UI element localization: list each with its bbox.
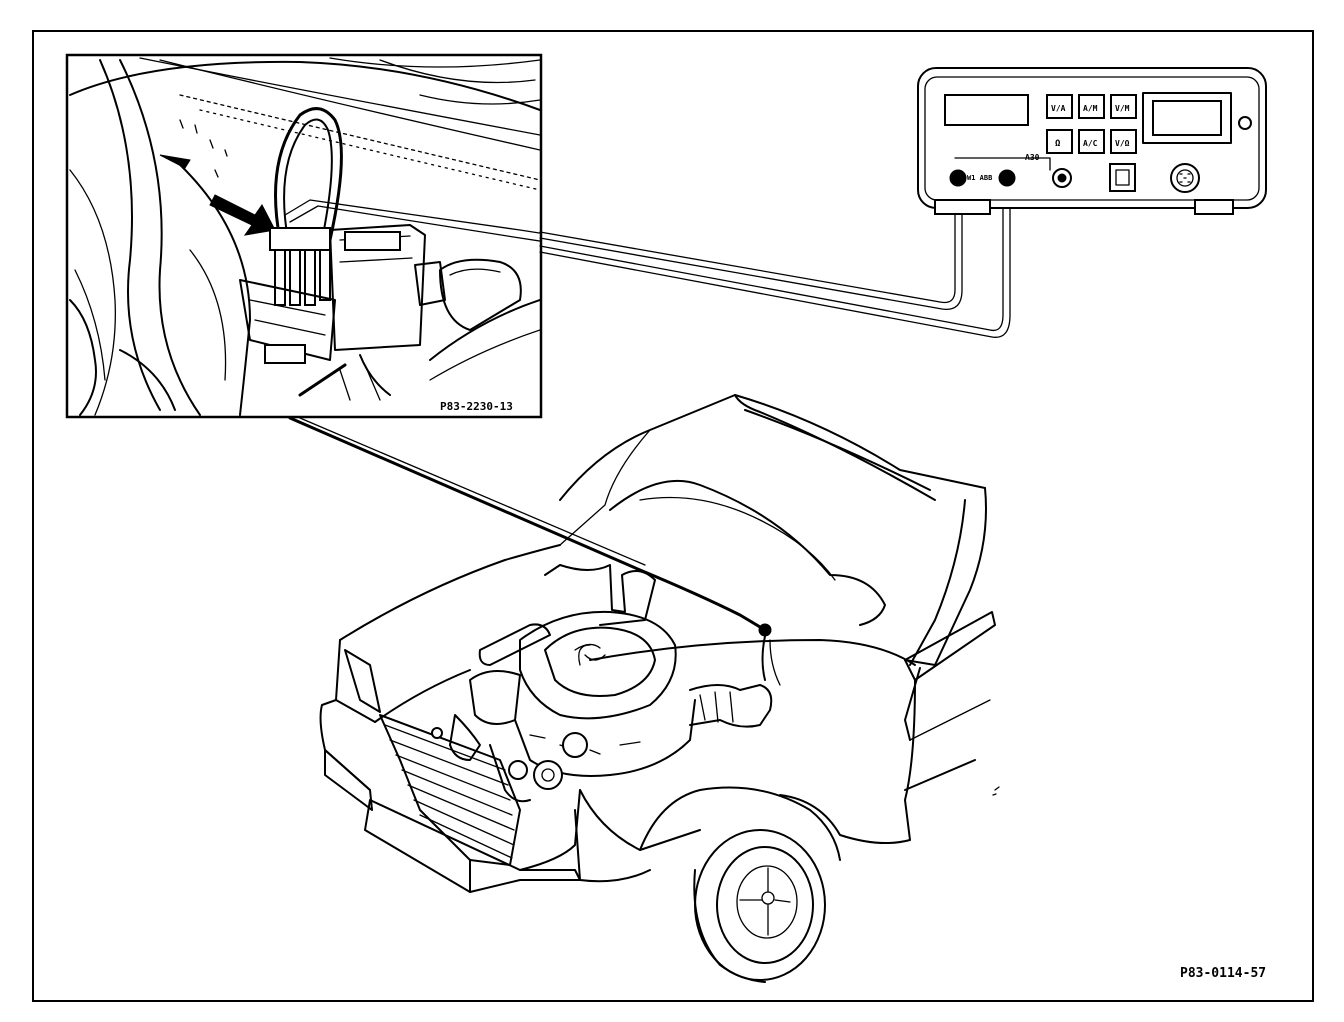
tester-cable-bundle (539, 179, 1011, 338)
car-grille (379, 714, 521, 866)
tester-socket-2 (998, 169, 1016, 187)
tester-key-label: A/M (1083, 104, 1098, 113)
tester-key-label: V/M (1115, 104, 1130, 113)
tester-key-a-m (1078, 94, 1105, 119)
outer-frame (32, 30, 1314, 1002)
tester-key-ohm (1046, 129, 1073, 154)
tester-key-label: V/Ω (1115, 139, 1130, 148)
inset-figure-code: P83-2230-13 (440, 400, 513, 413)
tester-connector (1109, 163, 1136, 192)
tester-key-v-a (1046, 94, 1073, 119)
engine-lead (288, 416, 767, 632)
tester-key-v-ohm (1110, 129, 1137, 154)
tester-key-a-c (1078, 129, 1105, 154)
tester-key-label: V/A (1051, 104, 1066, 113)
tester-socket-1 (949, 169, 967, 187)
engine-tester: V/A A/M V/M Ω A/C V/Ω W1 ABB A30 (917, 67, 1267, 215)
car-engine (449, 564, 781, 803)
tester-key-label: A/C (1083, 139, 1098, 148)
tester-display-right (1142, 92, 1232, 144)
tester-display-left (944, 94, 1029, 126)
figure-code: P83-0114-57 (1180, 966, 1266, 981)
tester-knob (1238, 116, 1252, 130)
tester-socket-label-right: A30 (1025, 153, 1040, 162)
tester-key-label: Ω (1055, 139, 1061, 149)
inset-detail: P83-2230-13 (65, 53, 543, 419)
tester-socket-label-left: W1 ABB (967, 174, 992, 182)
tester-key-v-m (1110, 94, 1137, 119)
car-illustration (319, 394, 1000, 983)
